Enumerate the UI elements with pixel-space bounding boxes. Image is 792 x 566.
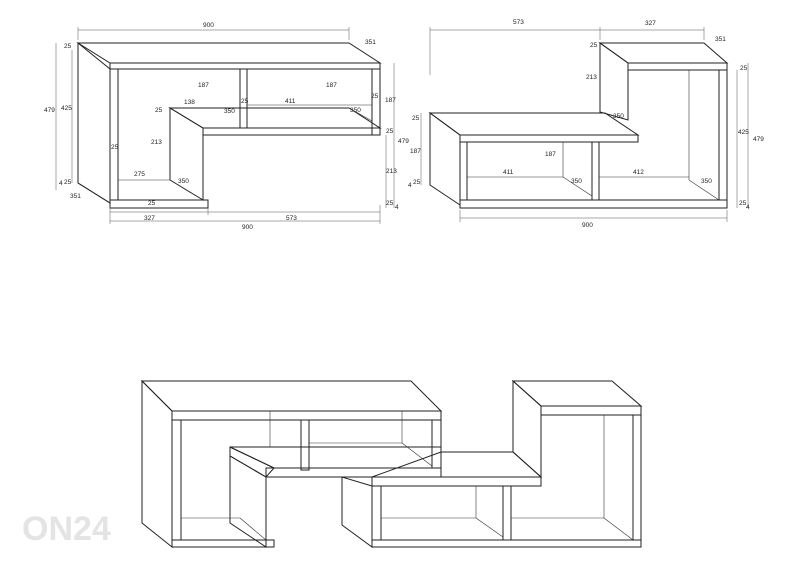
v3-left-right-upright [431, 419, 442, 469]
v1-base-edge [77, 182, 111, 204]
v1-label-depth-top: 351 [365, 39, 376, 46]
v1-label-depth-bottom: 351 [70, 193, 81, 200]
v2-label-350-low: 350 [571, 178, 582, 185]
v1-label-base-25: 25 [386, 200, 394, 207]
v3-right-step [371, 451, 543, 478]
v2-label-350-right: 350 [701, 178, 712, 185]
v1-label-411: 411 [285, 98, 296, 105]
v2-label-900: 900 [582, 222, 593, 229]
v1-label-350-divider: 350 [224, 108, 235, 115]
v1-top-board [76, 42, 382, 64]
v2-label-187-left: 187 [410, 148, 421, 155]
v3-upper-divider [300, 419, 310, 471]
v3-step-edge [229, 446, 275, 478]
view-3-perspective: ON24 [22, 379, 643, 549]
v2-low-left [429, 112, 461, 206]
v1-shelf-diag [348, 107, 373, 122]
v2-label-213: 213 [586, 74, 597, 81]
v1-label-left-25: 25 [64, 179, 72, 186]
v3-left-top [140, 380, 443, 412]
v2-label-25-right: 25 [740, 65, 748, 72]
v1-label-213: 213 [151, 139, 162, 146]
v1-label-height-inner: 425 [61, 105, 72, 112]
v2-step-board-front [459, 134, 639, 143]
v2-label-base-25: 25 [739, 200, 747, 207]
v1-lower-return [169, 107, 204, 201]
v2-label-411: 411 [503, 169, 514, 176]
v3-left-base [171, 539, 275, 548]
v1-step-shelf-front [202, 127, 381, 136]
v1-base [109, 199, 209, 209]
v1-left-panel [77, 41, 111, 204]
v3-right-low-left [341, 476, 373, 548]
v2-tower-left [599, 42, 629, 121]
v2-base [459, 199, 728, 209]
v1-label-foot: 4 [59, 180, 63, 187]
v1-label-187-left: 187 [198, 82, 209, 89]
v1-label-top-thickness: 25 [64, 43, 72, 50]
v1-bottom-diag [169, 179, 204, 201]
v1-label-25-right: 25 [371, 93, 379, 100]
v1-label-25-small: 25 [155, 107, 163, 114]
v2-label-4-left: 4 [408, 182, 412, 189]
v3-left-top-front [171, 410, 442, 421]
v2-label-412: 412 [633, 169, 644, 176]
v1-label-25-inner: 25 [111, 144, 119, 151]
v2-label-base-4: 4 [746, 204, 750, 211]
v1-label-350-shelf: 350 [350, 107, 361, 114]
v3-right-base [371, 539, 642, 548]
v1-label-187-right: 187 [326, 82, 337, 89]
v3-tower-left [512, 379, 542, 479]
v2-label-25-top: 25 [590, 42, 598, 49]
v2-label-479: 479 [753, 136, 764, 143]
watermark-logo: ON24 [22, 510, 111, 548]
v1-label-base: 25 [148, 200, 156, 207]
v3-tower-top [511, 380, 643, 407]
v1-label-213-right: 213 [386, 168, 397, 175]
v3-left-step-front [265, 467, 442, 478]
v2-low-divider [591, 141, 600, 201]
v1-label-138: 138 [184, 99, 195, 106]
v3-right-low-divider [502, 485, 512, 541]
v1-step-shelf [168, 107, 382, 129]
v1-label-height-total: 479 [44, 107, 55, 114]
v2-label-25-left-b: 25 [413, 179, 421, 186]
v2-label-187-mid: 187 [545, 151, 556, 158]
v1-label-350-bottom: 350 [178, 178, 189, 185]
v1-label-25-far: 25 [386, 128, 394, 135]
v2-label-351: 351 [715, 36, 726, 43]
v1-label-25-divider: 25 [241, 98, 249, 105]
v2-tower-top-front [627, 62, 728, 71]
v1-label-900-bottom: 900 [242, 224, 253, 231]
v2-tower-top [598, 42, 729, 64]
v1-top-front [109, 62, 381, 70]
v1-label-327: 327 [144, 215, 155, 222]
v2-label-573: 573 [513, 19, 524, 26]
v3-left-side [141, 379, 173, 549]
v3-right-step-front [371, 476, 542, 487]
v1-label-573: 573 [286, 215, 297, 222]
v2-label-25-left: 25 [412, 115, 420, 122]
v3-lower-return [229, 455, 267, 548]
v1-label-275: 275 [134, 171, 145, 178]
v2-label-425: 425 [738, 129, 749, 136]
v2-label-327: 327 [645, 20, 656, 27]
v3-left-step [229, 446, 442, 469]
v1-label-187-far: 187 [385, 97, 396, 104]
v1-label-width-top: 900 [203, 22, 214, 29]
v2-label-350-top: 350 [613, 113, 624, 120]
v1-label-base-4: 4 [395, 204, 399, 211]
view-2-drawing: 573 327 351 25 25 213 350 25 187 187 4 2… [408, 19, 764, 229]
v3-tower-top-front [540, 405, 642, 416]
view-1-drawing: 900 351 479 425 25 25 4 187 187 138 25 3… [44, 22, 409, 231]
v1-label-479-right: 479 [398, 138, 409, 145]
v2-step-board [428, 112, 640, 136]
